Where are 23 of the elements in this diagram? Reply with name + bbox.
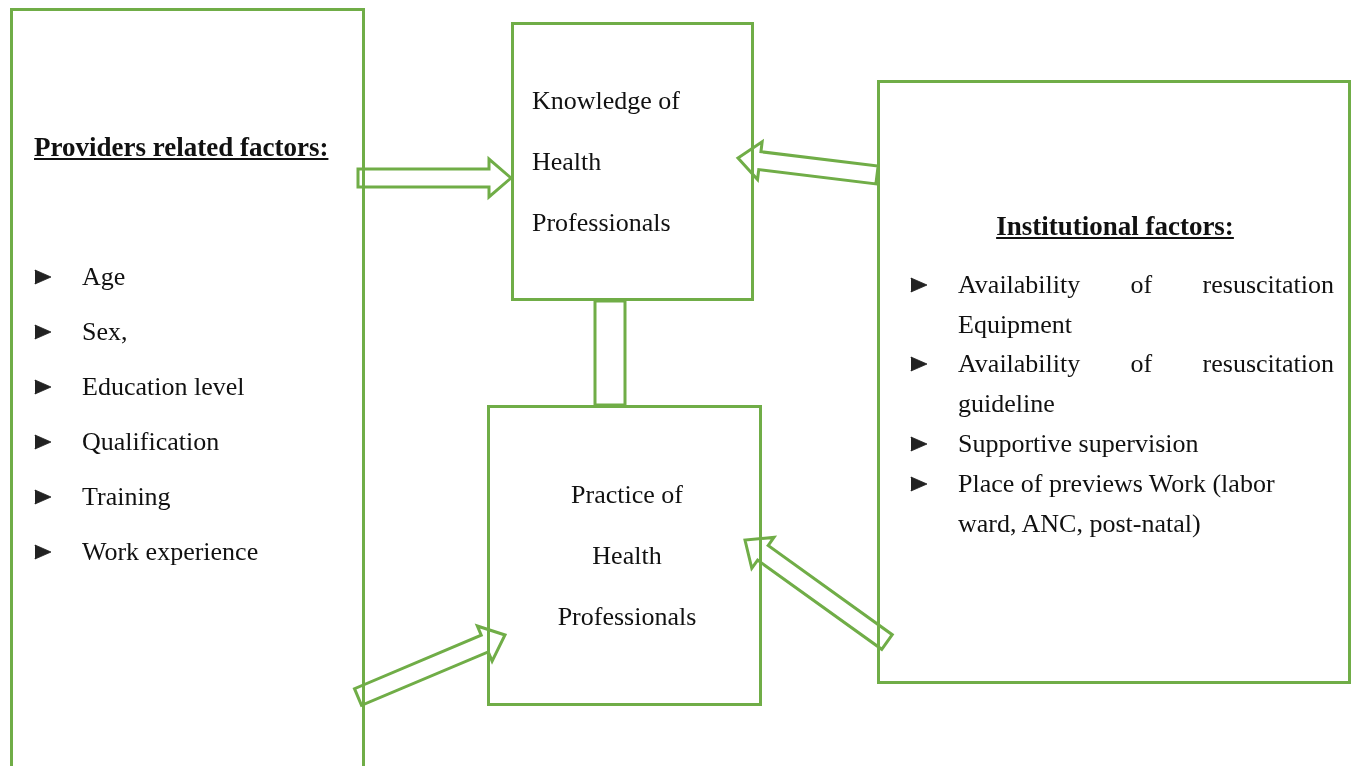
list-item-text: Qualification (82, 426, 221, 458)
block-arrow (735, 138, 880, 186)
list-item-text: Sex, (82, 316, 129, 348)
list-item-text: Place of previews Work (labor ward, ANC, post-natal) (958, 468, 1276, 540)
list-item-text: Work experience (82, 536, 260, 568)
heading: Providers related factors: (34, 131, 330, 164)
box-label: Practice of Health Professionals (556, 479, 698, 633)
list-item-text: Availability of resuscitation guideline (958, 348, 1334, 420)
list-item-text: Education level (82, 371, 246, 403)
list-item-text: Training (82, 481, 172, 513)
box-label: Knowledge of Health Professionals (532, 85, 681, 239)
block-arrow (356, 155, 514, 201)
factor-box (511, 22, 754, 301)
block-arrow (352, 623, 508, 708)
block-arrow (743, 535, 895, 652)
factor-box (10, 8, 365, 766)
heading: Institutional factors: (995, 210, 1235, 243)
factor-box (877, 80, 1351, 684)
connector-bar (593, 299, 627, 407)
list-item-text: Age (82, 261, 127, 293)
factor-box (487, 405, 762, 706)
list-item-text: Availability of resuscitation Equipment (958, 269, 1334, 341)
list-item-text: Supportive supervision (958, 428, 1200, 460)
